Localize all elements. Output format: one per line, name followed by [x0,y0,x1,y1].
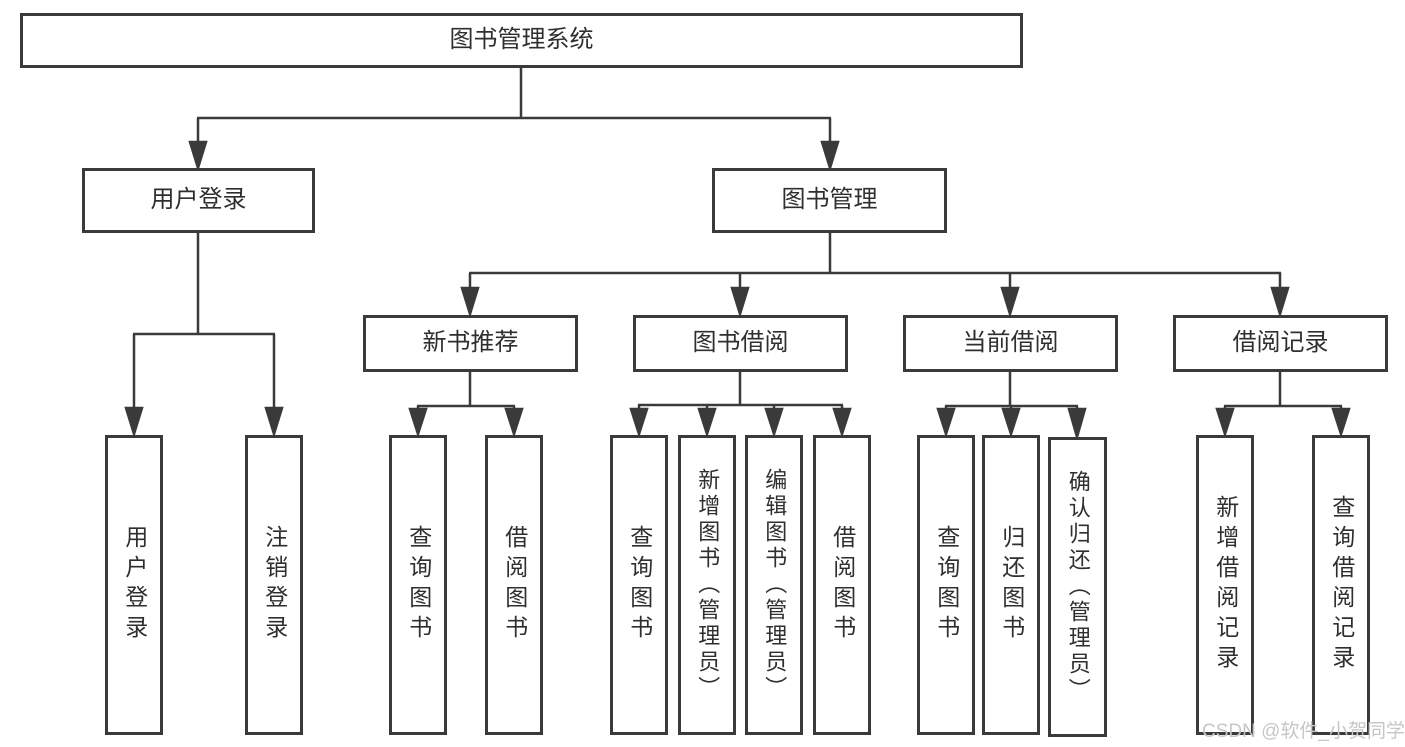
arrowhead [832,407,852,439]
arrowhead [408,407,428,439]
arrowhead [1001,407,1021,439]
arrowhead [936,407,956,439]
leaf-edit-book-admin: 编辑图书（管理员） [745,435,803,735]
node-book-borrow: 图书借阅 [633,315,848,372]
leaf-user-login: 用户登录 [105,435,163,735]
arrowhead [1331,407,1351,439]
arrowhead [504,407,524,439]
leaf-logout: 注销登录 [245,435,303,735]
arrowhead [1270,286,1290,319]
arrowhead [1067,407,1087,442]
leaf-confirm-return-admin: 确认归还（管理员） [1048,437,1107,737]
node-root-system: 图书管理系统 [20,13,1023,68]
leaf-query-books-current: 查询图书 [917,435,975,735]
arrowhead [764,407,784,439]
arrowhead [1000,286,1020,319]
leaf-query-books-recommend: 查询图书 [389,435,447,735]
arrowhead [124,406,144,439]
node-book-management: 图书管理 [712,168,947,233]
arrowhead [697,407,717,439]
arrowhead [460,286,480,319]
arrowhead [264,406,284,439]
node-new-book-recommend: 新书推荐 [363,315,578,372]
leaf-add-book-admin: 新增图书（管理员） [678,435,736,735]
leaf-add-borrow-record: 新增借阅记录 [1196,435,1254,735]
node-current-borrow: 当前借阅 [903,315,1118,372]
leaf-borrow-books: 借阅图书 [813,435,871,735]
arrowhead [820,140,840,173]
leaf-return-book: 归还图书 [982,435,1040,735]
csdn-watermark: CSDN @软件_小贺同学 [1202,721,1405,742]
leaf-query-borrow-record: 查询借阅记录 [1312,435,1370,735]
arrowhead [188,140,208,173]
leaf-borrow-books-recommend: 借阅图书 [485,435,543,735]
arrowhead [730,286,750,319]
leaf-query-books-borrow: 查询图书 [610,435,668,735]
arrowhead [1215,407,1235,439]
node-borrow-records: 借阅记录 [1173,315,1388,372]
node-user-login: 用户登录 [82,168,315,233]
arrowhead [629,407,649,439]
